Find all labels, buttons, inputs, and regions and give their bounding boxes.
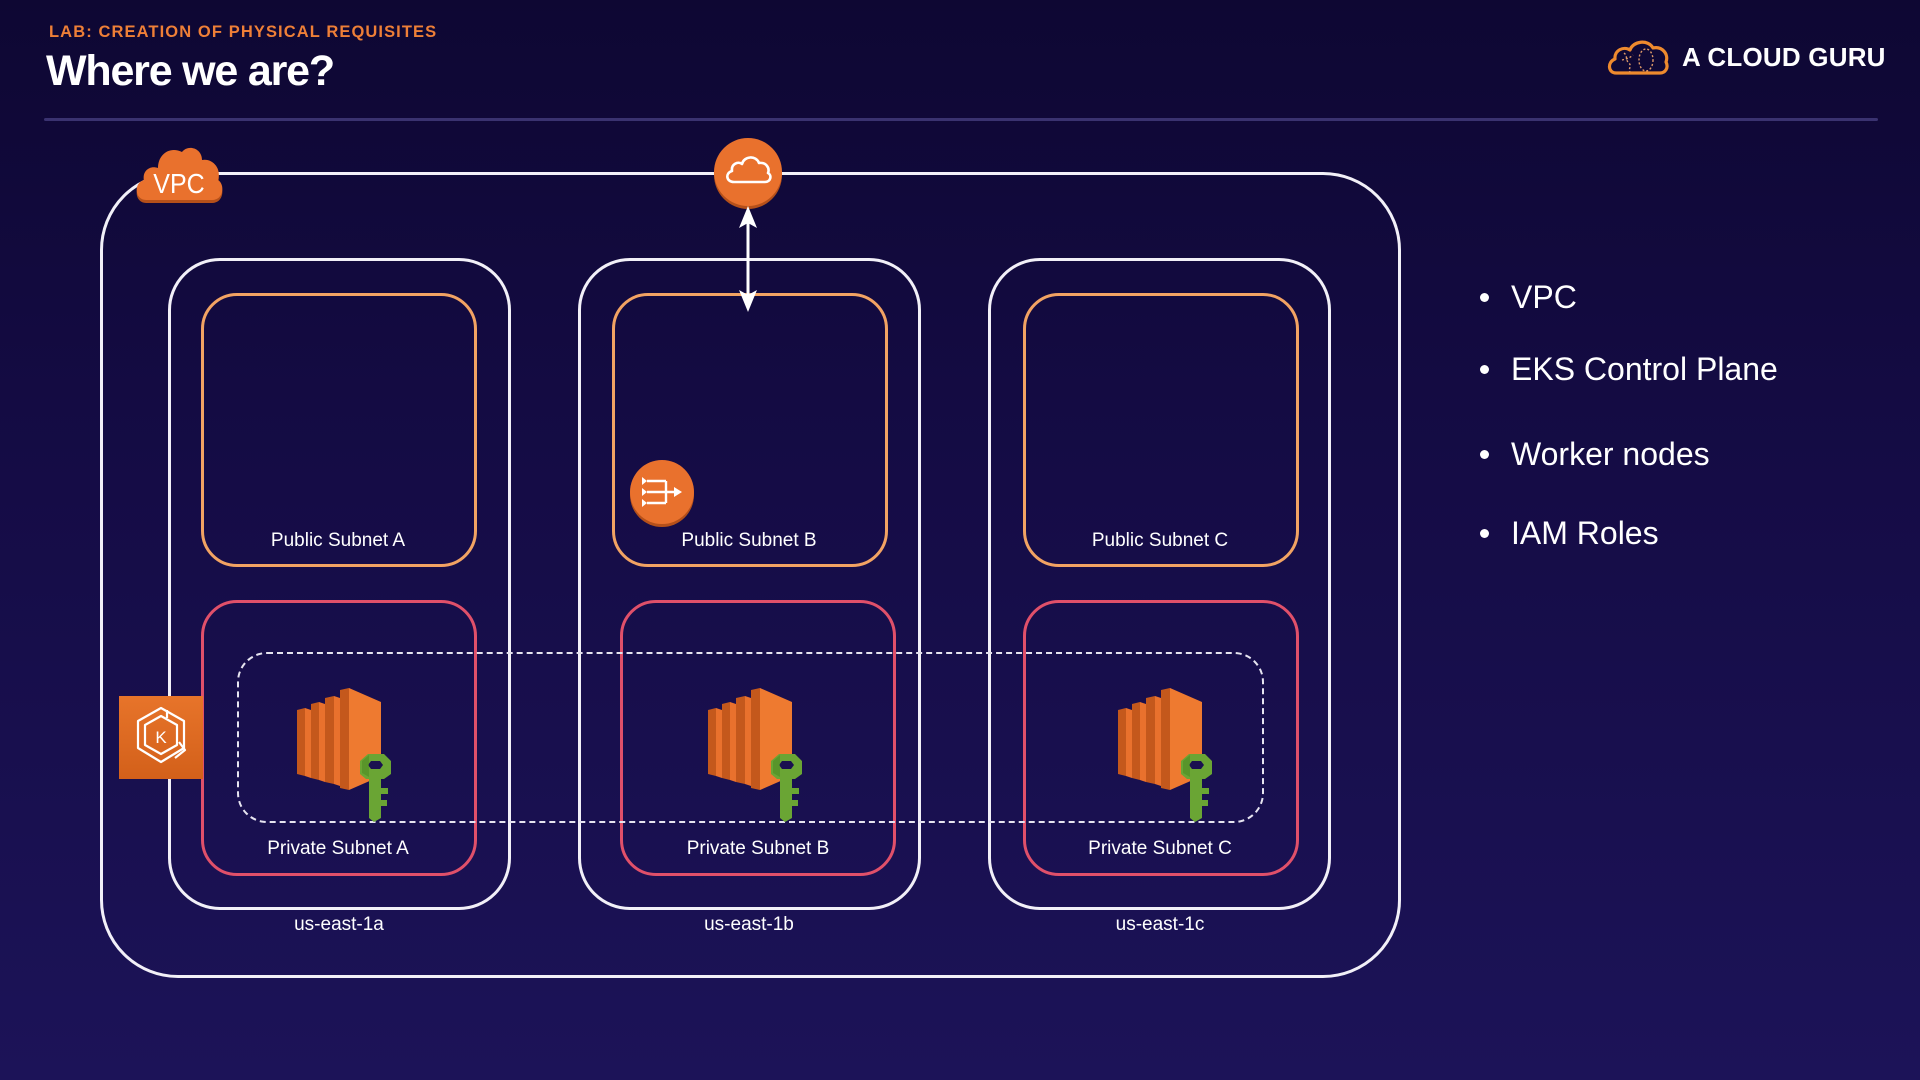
public-subnet-a: [201, 293, 477, 567]
vpc-label: VPC: [153, 168, 204, 200]
iam-key-icon: [1181, 754, 1212, 822]
worker-node-us-east-1c: [1118, 688, 1218, 828]
cloud-guru-icon: [1607, 40, 1669, 75]
worker-node-group: [237, 652, 1264, 823]
topic-label: VPC: [1511, 279, 1577, 315]
az-c-label: us-east-1c: [1115, 914, 1205, 935]
eks-letter: K: [155, 728, 167, 747]
public-subnet-c: [1023, 293, 1299, 567]
iam-key-icon: [771, 754, 802, 822]
bullet-dot: [1480, 450, 1489, 459]
worker-node-us-east-1b: [708, 688, 808, 828]
internet-gateway: [714, 138, 782, 206]
bullet-dot: [1480, 529, 1489, 538]
iam-key-icon: [360, 754, 391, 822]
bullet-dot: [1480, 365, 1489, 374]
vpc-cloud-icon: VPC: [136, 147, 223, 203]
availability-zone-a: [168, 258, 511, 910]
public-subnet-b: [612, 293, 888, 567]
bullet-dot: [1480, 293, 1489, 302]
nat-gateway-icon: [642, 477, 682, 507]
topic-item: Worker nodes: [1470, 436, 1710, 473]
cloud-icon: [726, 156, 772, 184]
brand-logo: A CLOUD GURU: [1606, 38, 1886, 76]
worker-node-us-east-1a: [297, 688, 397, 828]
bidirectional-arrow-icon: [739, 206, 757, 312]
page-title: Where we are?: [46, 47, 335, 95]
topic-label: EKS Control Plane: [1511, 351, 1778, 387]
availability-zone-c: [988, 258, 1331, 910]
private-subnet-b-label: Private Subnet B: [686, 838, 830, 859]
private-subnet-a-label: Private Subnet A: [267, 838, 409, 859]
topic-item: EKS Control Plane: [1470, 351, 1778, 388]
topic-item: IAM Roles: [1470, 515, 1659, 552]
topic-item: VPC: [1470, 279, 1577, 316]
eks-kubernetes-icon: K: [136, 706, 187, 764]
public-subnet-a-label: Public Subnet A: [270, 530, 406, 551]
eks-control-plane: K: [119, 696, 203, 779]
private-subnet-b: [620, 600, 896, 876]
private-subnet-c-label: Private Subnet C: [1088, 838, 1232, 859]
public-subnet-c-label: Public Subnet C: [1091, 530, 1229, 551]
header-divider: [44, 118, 1878, 121]
brand-name: A CLOUD GURU: [1682, 41, 1886, 72]
topic-label: IAM Roles: [1511, 515, 1659, 551]
public-subnet-b-label: Public Subnet B: [681, 530, 817, 551]
ec2-instance-icon: [708, 688, 792, 790]
az-b-label: us-east-1b: [704, 914, 794, 935]
private-subnet-c: [1023, 600, 1299, 876]
lab-subtitle: LAB: CREATION OF PHYSICAL REQUISITES: [49, 23, 438, 41]
nat-gateway: [630, 460, 694, 524]
az-a-label: us-east-1a: [294, 914, 384, 935]
topic-label: Worker nodes: [1511, 436, 1710, 472]
